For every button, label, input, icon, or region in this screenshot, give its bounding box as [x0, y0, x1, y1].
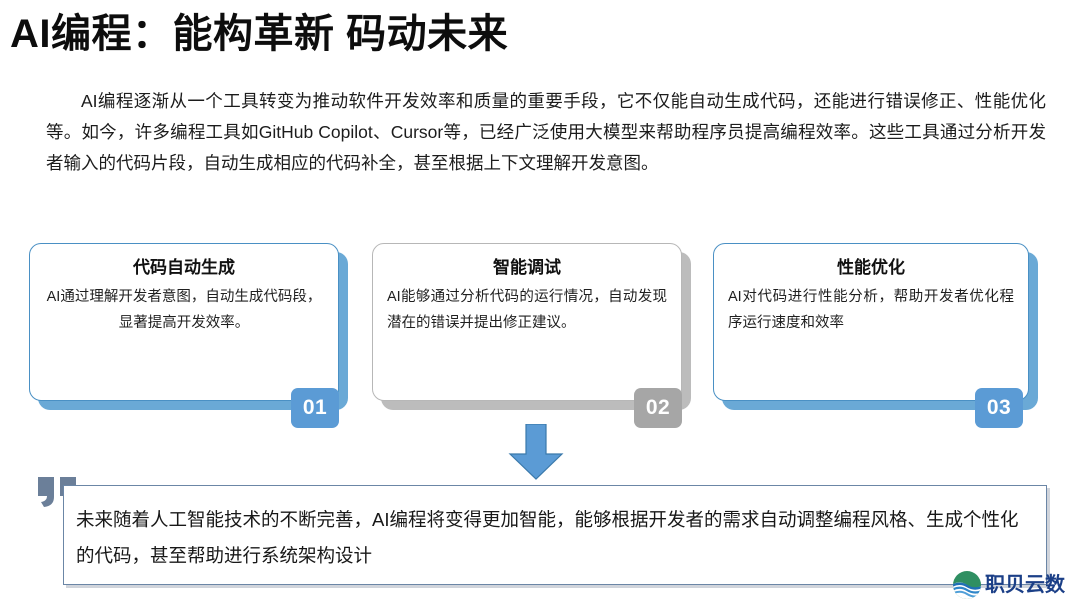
quote-text: 未来随着人工智能技术的不断完善，AI编程将变得更加智能，能够根据开发者的需求自动… — [76, 509, 1019, 566]
card-description: AI对代码进行性能分析，帮助开发者优化程序运行速度和效率 — [728, 289, 1014, 331]
brand-logo: 职贝云数 — [952, 568, 1074, 602]
card-number-badge: 01 — [291, 388, 339, 428]
card-body-box: 代码自动生成 AI通过理解开发者意图，自动生成代码段，显著提高开发效率。 — [29, 243, 339, 401]
brand-logo-text: 职贝云数 — [985, 574, 1065, 596]
card-body-box: 性能优化 AI对代码进行性能分析，帮助开发者优化程序运行速度和效率 — [713, 243, 1029, 401]
page-title: AI编程：能构革新 码动未来 — [10, 12, 509, 56]
globe-wave-icon — [953, 571, 981, 599]
card-number-badge: 02 — [634, 388, 682, 428]
intro-paragraph: AI编程逐渐从一个工具转变为推动软件开发效率和质量的重要手段，它不仅能自动生成代… — [46, 91, 1046, 173]
card-description: AI能够通过分析代码的运行情况，自动发现潜在的错误并提出修正建议。 — [387, 289, 667, 331]
feature-card-2[interactable]: 智能调试 AI能够通过分析代码的运行情况，自动发现潜在的错误并提出修正建议。 0… — [372, 243, 691, 428]
feature-card-1[interactable]: 代码自动生成 AI通过理解开发者意图，自动生成代码段，显著提高开发效率。 01 — [29, 243, 348, 428]
feature-cards-row: 代码自动生成 AI通过理解开发者意图，自动生成代码段，显著提高开发效率。 01 … — [0, 243, 1080, 428]
quote-box: 未来随着人工智能技术的不断完善，AI编程将变得更加智能，能够根据开发者的需求自动… — [63, 485, 1047, 585]
card-title: 性能优化 — [837, 258, 905, 277]
arrow-down-icon — [508, 424, 564, 480]
card-description: AI通过理解开发者意图，自动生成代码段，显著提高开发效率。 — [46, 289, 322, 331]
feature-card-3[interactable]: 性能优化 AI对代码进行性能分析，帮助开发者优化程序运行速度和效率 03 — [713, 243, 1038, 428]
card-title: 智能调试 — [493, 258, 561, 277]
card-body-box: 智能调试 AI能够通过分析代码的运行情况，自动发现潜在的错误并提出修正建议。 — [372, 243, 682, 401]
card-number-badge: 03 — [975, 388, 1023, 428]
card-title: 代码自动生成 — [133, 258, 235, 277]
